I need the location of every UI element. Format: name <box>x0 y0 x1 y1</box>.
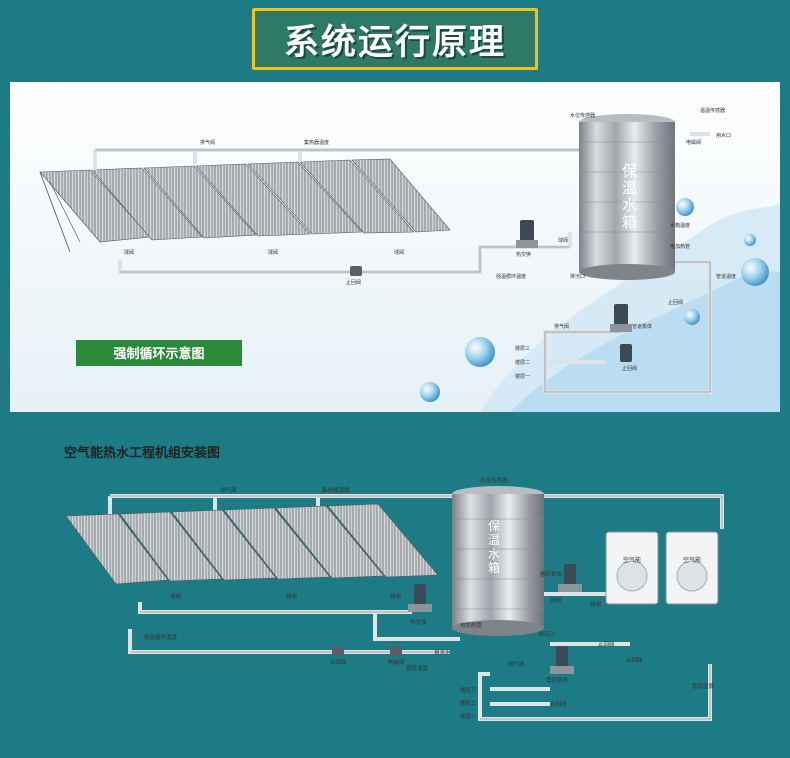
tank-label-2: 温 <box>622 179 637 197</box>
label-ball-valve-2: 球阀 <box>268 249 278 256</box>
label-collector-temp: 集热器温度 <box>304 139 329 146</box>
d2-label-ball-valve-4: 球阀 <box>550 596 561 604</box>
d2-label-check-valve-4: 止回阀 <box>626 656 643 664</box>
label-pipe-pump: 管道泵体 <box>632 323 652 330</box>
label-check-valve-3: 止回阀 <box>622 365 637 372</box>
tank-label-1: 保 <box>622 162 637 180</box>
tank-label-4: 箱 <box>622 213 637 231</box>
diagram2-title: 空气能热水工程机组安装图 <box>64 445 220 461</box>
air-energy-installation-diagram: 空气能热水工程机组安装图 <box>64 445 724 721</box>
circulation-pump-3 <box>408 584 432 612</box>
label-water-level: 水位传感器 <box>570 112 595 119</box>
label-check-valve-2: 止回阀 <box>668 299 683 306</box>
d2-label-check-valve-1: 止回阀 <box>330 658 347 666</box>
label-tank-temp: 水箱温度 <box>670 222 690 229</box>
d2-label-solenoid: 电磁阀 <box>388 658 405 666</box>
diagram-caption: 强制循环示意图 <box>76 340 242 366</box>
d2-label-pipe-temp-sensor: 管道温度 <box>406 664 429 672</box>
solenoid-valve-icon <box>390 646 402 656</box>
label-drain: 排污口 <box>570 273 585 280</box>
d2-label-vent-2: 排气阀 <box>508 660 525 668</box>
d2-label-floor1: 楼层一 <box>460 712 477 720</box>
d2-label-floor3: 楼层三 <box>460 686 477 694</box>
tank-label-3: 水 <box>622 196 637 214</box>
label-floor2: 楼层二 <box>515 359 530 366</box>
label-solenoid: 电磁阀 <box>686 139 701 146</box>
tank2-label-3: 水 <box>488 547 500 561</box>
air-unit-1-label: 空气能 <box>623 556 641 564</box>
label-floor3: 楼层三 <box>515 345 530 352</box>
label-water-outlet: 用水口 <box>716 132 731 139</box>
circulation-pump-2 <box>610 304 632 332</box>
label-circ-temp: 强温循环温度 <box>496 273 526 280</box>
label-ball-valve-4: 球阀 <box>558 237 568 244</box>
d2-label-pipe-temp: 管道温度 <box>692 682 715 690</box>
insulated-water-tank: 保 温 水 箱 <box>579 114 675 280</box>
tank2-label-1: 保 <box>488 519 500 533</box>
label-floor1: 楼层一 <box>515 373 530 380</box>
check-valve-icon-2 <box>332 646 344 656</box>
d2-label-water-inlet: 自来水 <box>434 648 451 656</box>
label-pipe-temp: 管道温度 <box>716 273 736 280</box>
label-check-valve: 止回阀 <box>346 279 361 286</box>
solar-collector-array <box>39 158 451 253</box>
tank2-label-2: 温 <box>488 533 500 547</box>
label-ball-valve-3: 球阀 <box>394 249 404 256</box>
air-unit-2-label: 空气能 <box>683 556 701 564</box>
page-title-banner: 系统运行原理 <box>252 8 538 70</box>
air-energy-unit-2: 空气能 <box>665 531 719 605</box>
caption-text: 强制循环示意图 <box>113 346 204 362</box>
d2-label-collector-temp: 集热器温度 <box>322 486 350 494</box>
d2-label-pipe-pump: 管道泵体 <box>546 676 569 684</box>
label-vent-1: 排气阀 <box>200 139 215 146</box>
label-ball-valve-1: 球阀 <box>124 249 134 256</box>
d2-label-ball-valve-5: 球阀 <box>590 600 601 608</box>
check-valve-icon <box>350 266 362 276</box>
d2-label-circ-pump: 循环泵体 <box>540 570 563 578</box>
tank2-label-4: 箱 <box>488 560 500 575</box>
label-temp-sensor-top: 温温传感器 <box>700 107 725 114</box>
d2-label-check-valve-3: 止回阀 <box>550 700 567 708</box>
label-electric-heater: 电加热管 <box>670 243 690 250</box>
d2-label-heat-exchange: 热交换 <box>410 618 427 626</box>
d2-label-water-level: 水位传感器 <box>480 476 508 484</box>
d2-label-check-valve-2: 止回阀 <box>598 640 615 648</box>
d2-label-circ-temp: 强温循环温度 <box>144 633 178 641</box>
d2-label-ball-valve-1: 球阀 <box>170 592 181 600</box>
label-vent-2: 排气阀 <box>554 323 569 330</box>
circulation-pump-4 <box>558 564 582 592</box>
d2-label-electric-heater: 电加热管 <box>460 621 483 629</box>
insulated-water-tank-2: 保 温 水 箱 <box>452 486 544 636</box>
forced-circulation-diagram: 保 温 水 箱 排气阀 集热器温度 水位传感器 温温传感器 用水口 电磁阀 球阀… <box>10 82 780 412</box>
d2-label-ball-valve-3: 球阀 <box>390 592 401 600</box>
d2-label-drain: 排污口 <box>538 630 555 638</box>
pipe-pump-3 <box>550 646 574 674</box>
page-title: 系统运行原理 <box>283 22 506 63</box>
d2-label-ball-valve-2: 球阀 <box>286 592 297 600</box>
d2-label-floor2: 楼层二 <box>460 699 477 707</box>
solar-collector-array-2 <box>65 503 439 585</box>
label-pump: 热交换 <box>516 251 531 258</box>
d2-label-vent: 排气阀 <box>220 486 237 494</box>
pipe-pump-2 <box>620 344 632 362</box>
circulation-pump-1 <box>516 220 538 248</box>
air-energy-unit-1: 空气能 <box>605 531 659 605</box>
